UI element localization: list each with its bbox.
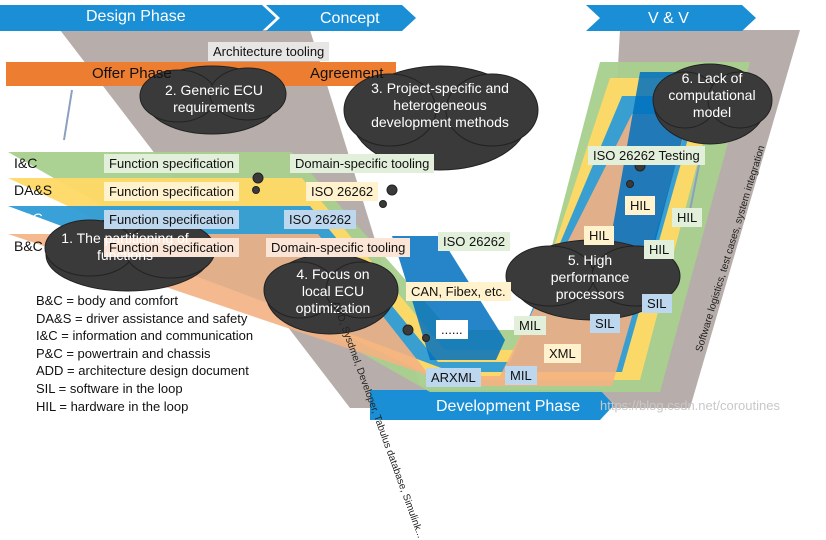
design-phase-arrow (0, 5, 276, 31)
function-spec-ic: Function specification (104, 154, 240, 173)
sil-box-2: SIL (590, 314, 620, 333)
iso-26262-das: ISO 26262 (306, 182, 379, 201)
legend-item: P&C = powertrain and chassis (36, 345, 211, 361)
hil-box-1: HIL (625, 196, 656, 215)
legend-item: ADD = architecture design document (36, 363, 249, 379)
v-model-diagram: Design Phase Concept V & V Development P… (0, 5, 800, 540)
domain-tooling-bc: Domain-specific tooling (266, 238, 411, 257)
domain-ic-label: I&C (14, 155, 38, 171)
watermark: https://blog.csdn.net/coroutines (600, 398, 780, 413)
iso-26262-pc: ISO 26262 (284, 210, 357, 229)
domain-tooling-ic: Domain-specific tooling (290, 154, 435, 173)
sil-box-1: SIL (642, 294, 672, 313)
vv-arrow (586, 5, 756, 31)
hil-box-4: HIL (644, 240, 675, 259)
can-fibex-box: CAN, Fibex, etc. (406, 282, 511, 301)
legend-item: B&C = body and comfort (36, 293, 178, 308)
arxml-box: ARXML (426, 368, 481, 387)
offer-phase-label: Offer Phase (92, 65, 172, 82)
domain-das-label: DA&S (14, 182, 53, 198)
iso-26262-testing-box: ISO 26262 Testing (588, 146, 705, 165)
legend-item: I&C = information and communication (36, 328, 254, 344)
cloud-6-text: 6. Lack of computational model (668, 70, 756, 120)
design-phase-label: Design Phase (86, 8, 186, 25)
function-spec-das: Function specification (104, 182, 240, 201)
concept-label: Concept (320, 10, 380, 27)
legend-item: HIL = hardware in the loop (36, 398, 189, 414)
legend-item: SIL = software in the loop (36, 380, 183, 396)
legend-item: DA&S = driver assistance and safety (36, 310, 248, 326)
hil-box-3: HIL (584, 226, 615, 245)
hil-box-2: HIL (672, 208, 703, 227)
agreement-label: Agreement (310, 65, 384, 82)
mil-box-upper: MIL (514, 316, 546, 335)
development-phase-arrow (370, 390, 614, 420)
cloud-2-text: 2. Generic ECU requirements (164, 82, 264, 115)
cloud-3-text: 3. Project-specific and heterogeneous de… (371, 80, 509, 130)
xml-box: XML (544, 344, 581, 363)
domain-bc-label: B&C (14, 238, 43, 254)
ellipsis-box: ...... (436, 320, 468, 339)
cloud-4-text: 4. Focus on local ECU optimization (295, 266, 371, 316)
up-arrow-left (63, 89, 73, 141)
abbreviation-legend: B&C = body and comfort DA&S = driver ass… (36, 292, 253, 415)
cloud-5-text: 5. High performance processors (550, 252, 630, 302)
architecture-tooling-box: Architecture tooling (208, 42, 330, 61)
concept-arrow (266, 5, 416, 31)
development-phase-label: Development Phase (436, 398, 581, 415)
function-spec-bc: Function specification (104, 238, 240, 257)
function-spec-pc: Function specification (104, 210, 240, 229)
cloud-1-text: 1. The partitioning of functions (61, 230, 189, 263)
iso-26262-right: ISO 26262 (438, 232, 511, 251)
vv-label: V & V (648, 10, 689, 27)
domain-pc-label: P&C (14, 210, 43, 226)
mil-box-lower: MIL (505, 366, 537, 385)
